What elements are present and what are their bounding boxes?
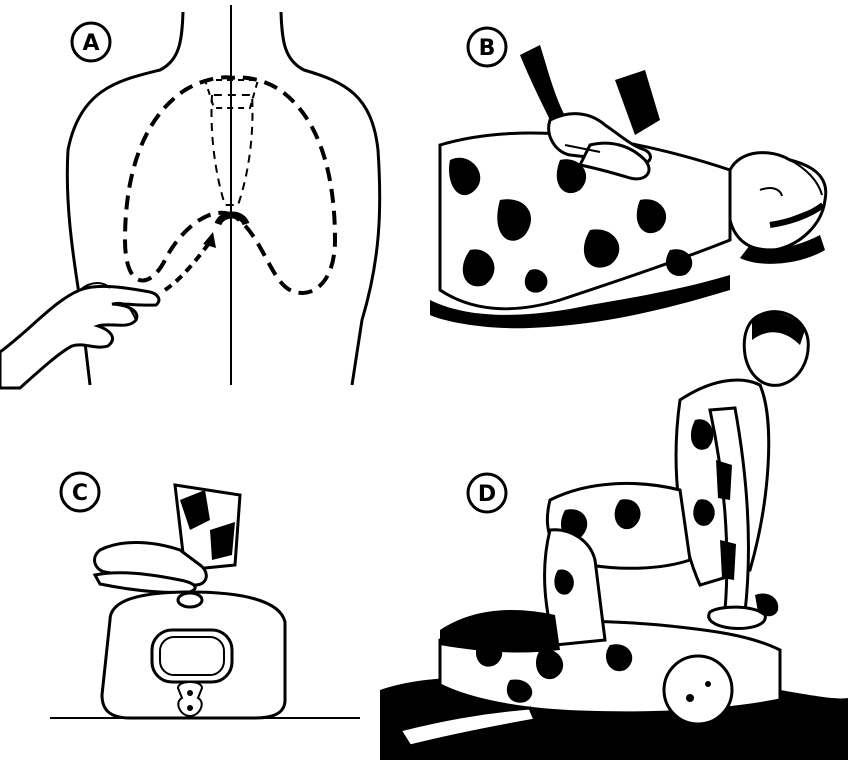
panel-c: C [40,460,370,750]
panel-d: D [380,300,848,760]
panel-a-badge: A [72,23,110,61]
panel-a-label: A [82,31,99,56]
panel-c-badge: C [61,473,99,511]
chest-cross-section: C [40,460,370,750]
panel-b-label: B [479,36,496,61]
panel-b: B [430,0,848,330]
spine-cross-section-icon [178,682,202,716]
hand-placement-scene: B [430,0,848,330]
panel-b-badge: B [468,28,506,66]
panel-a: A [0,0,400,390]
chest-compression-scene: D [380,300,848,760]
hand-icon [0,283,159,388]
panel-d-label: D [478,482,496,507]
panel-d-badge: D [468,474,506,512]
chest-diagram: A [0,0,400,390]
panel-c-label: C [72,481,88,506]
